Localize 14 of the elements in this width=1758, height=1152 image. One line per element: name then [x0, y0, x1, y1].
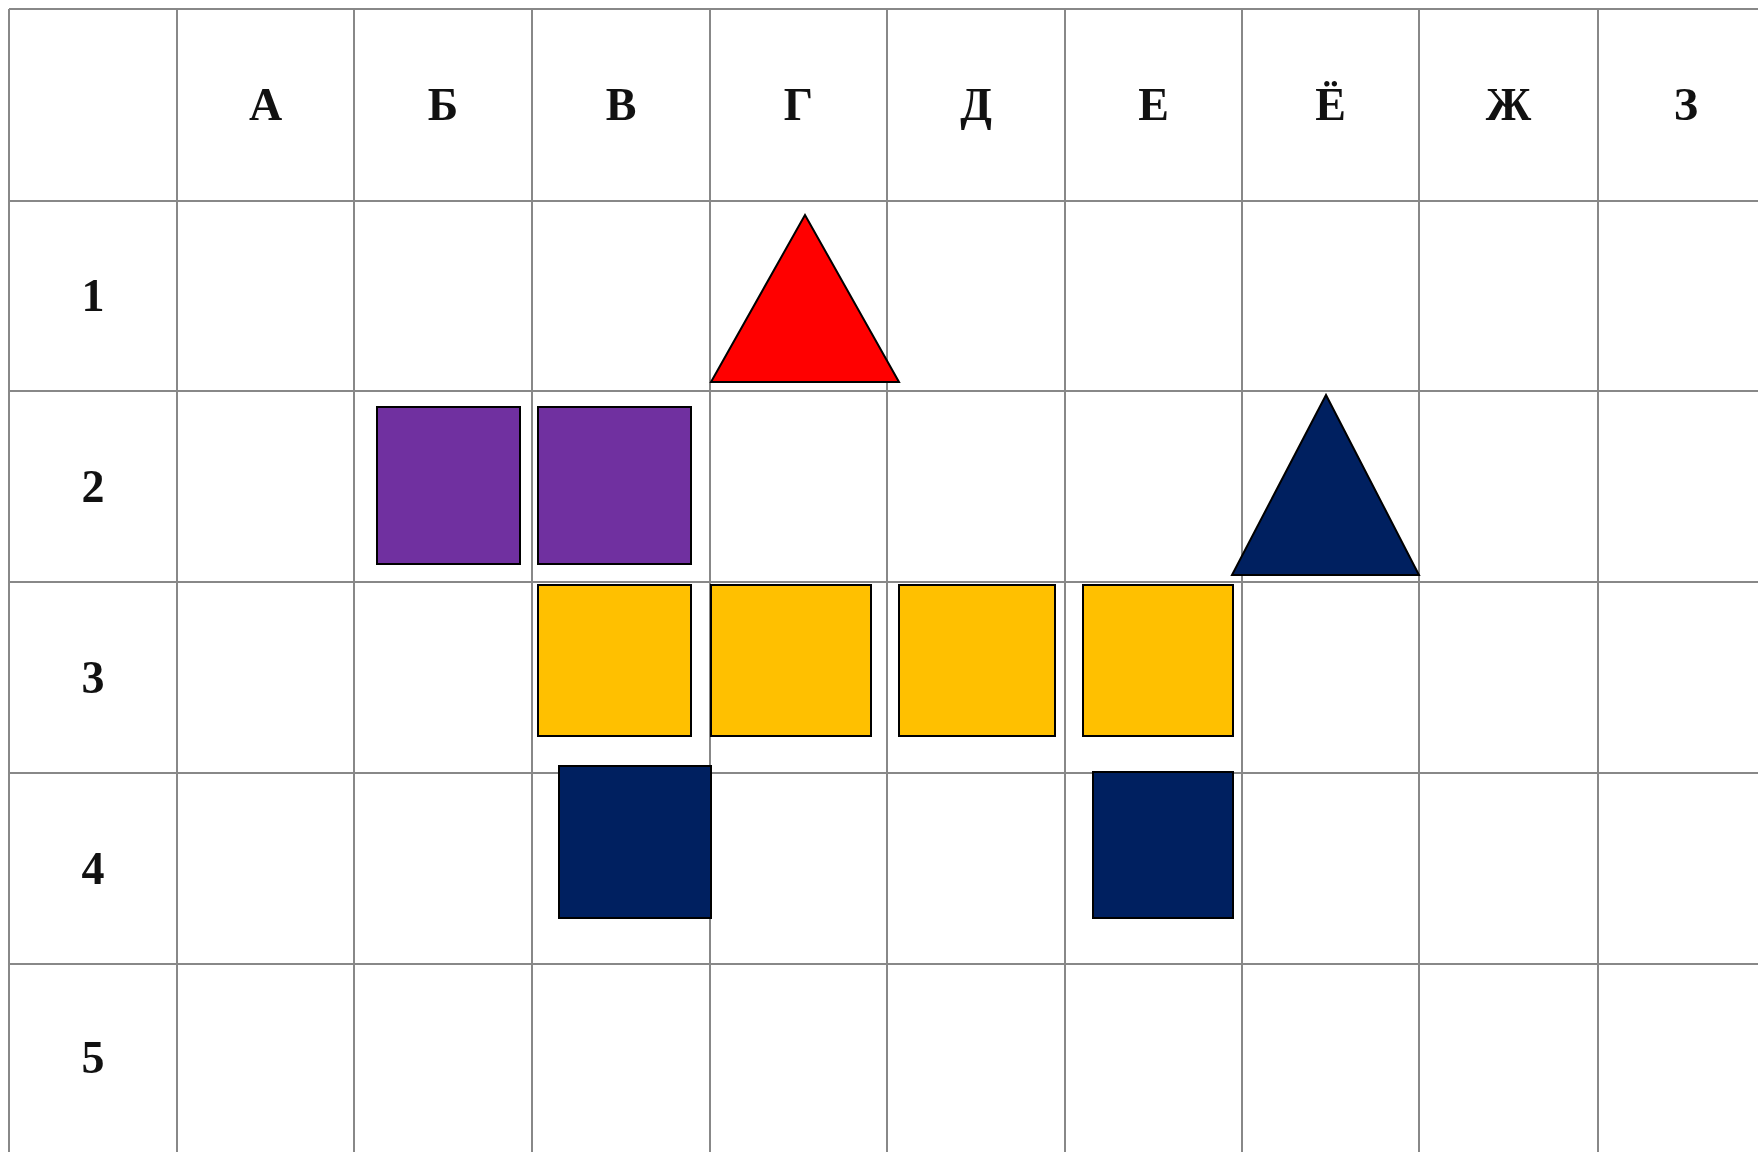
- column-header: Б: [427, 82, 459, 128]
- column-header: В: [605, 82, 637, 128]
- column-header: Ж: [1485, 82, 1532, 128]
- column-header: Е: [1138, 82, 1169, 128]
- column-header: Ё: [1315, 82, 1346, 128]
- row-header: 3: [81, 654, 105, 701]
- row-header: 4: [81, 845, 105, 892]
- column-header: А: [248, 82, 283, 128]
- row-header: 1: [81, 273, 105, 319]
- row-header: 2: [81, 463, 105, 510]
- column-header: З: [1673, 82, 1699, 128]
- column-header: Д: [960, 82, 992, 128]
- row-header: 5: [81, 1035, 105, 1081]
- column-header: Г: [783, 82, 814, 128]
